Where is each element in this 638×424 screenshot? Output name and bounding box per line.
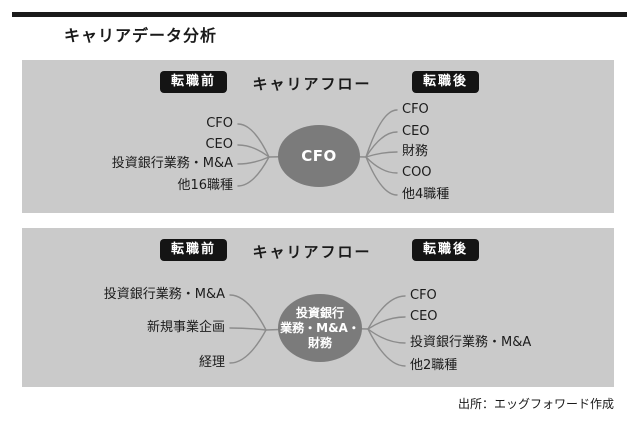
before-item: 新規事業企画 <box>146 320 225 335</box>
after-item: 他2職種 <box>410 358 458 373</box>
before-item: 経理 <box>198 355 225 370</box>
connector-path <box>237 123 270 158</box>
after-item: CEO <box>402 124 430 139</box>
before-item: 他16職種 <box>177 178 233 193</box>
connector-path <box>365 151 398 158</box>
center-node: 投資銀行業務・M&A・財務 <box>278 294 362 362</box>
center-node-label: 業務・M&A・ <box>280 320 360 335</box>
career-flow-title: キャリアフロー <box>252 75 372 93</box>
center-node: CFO <box>278 125 360 187</box>
after-item: 他4職種 <box>402 187 450 202</box>
before-item: CEO <box>205 137 233 152</box>
before-job-change-badge: 転職前 <box>160 71 228 93</box>
before-job-change-badge: 転職前 <box>160 239 228 261</box>
center-node-label: 財務 <box>307 335 332 350</box>
before-item: 投資銀行業務・M&A <box>103 287 225 302</box>
after-item: COO <box>402 165 432 180</box>
career-flow-panel-investment-banking: 転職前 キャリアフロー 転職後 投資銀行業務・M&A・財務 投資銀行業務・M&A… <box>22 228 614 387</box>
connector-path <box>237 156 270 187</box>
career-flow-title: キャリアフロー <box>252 243 372 261</box>
connector-path <box>365 156 398 196</box>
connector-path <box>365 156 398 174</box>
after-job-change-badge: 転職後 <box>412 239 480 261</box>
before-item: CFO <box>206 116 233 131</box>
connector-path <box>237 156 270 165</box>
connector-path <box>365 109 398 158</box>
connector-path <box>367 328 406 367</box>
connector-path <box>229 329 267 364</box>
after-item: 投資銀行業務・M&A <box>410 335 532 350</box>
connector-path <box>367 328 406 344</box>
connector-path <box>229 294 267 331</box>
source-note: 出所：エッグフォワード作成 <box>457 397 614 411</box>
top-rule-divider <box>12 12 627 17</box>
connector-path <box>365 131 398 158</box>
center-node-label: CFO <box>301 146 337 165</box>
after-item: CFO <box>402 102 429 117</box>
after-item: CEO <box>410 309 438 324</box>
after-job-change-badge: 転職後 <box>412 71 480 93</box>
connector-path <box>229 327 267 331</box>
before-item: 投資銀行業務・M&A <box>111 156 233 171</box>
connector-path <box>367 316 406 330</box>
connector-path <box>237 144 270 158</box>
after-item: 財務 <box>402 144 429 159</box>
center-node-label: 投資銀行 <box>295 305 344 320</box>
connector-path <box>367 295 406 330</box>
career-flow-panel-cfo: 転職前 キャリアフロー 転職後 CFO CFO CEO 投資銀行業務・M&A 他16職… <box>22 60 614 213</box>
after-item: CFO <box>410 288 437 303</box>
page-title: キャリアデータ分析 <box>64 26 218 45</box>
